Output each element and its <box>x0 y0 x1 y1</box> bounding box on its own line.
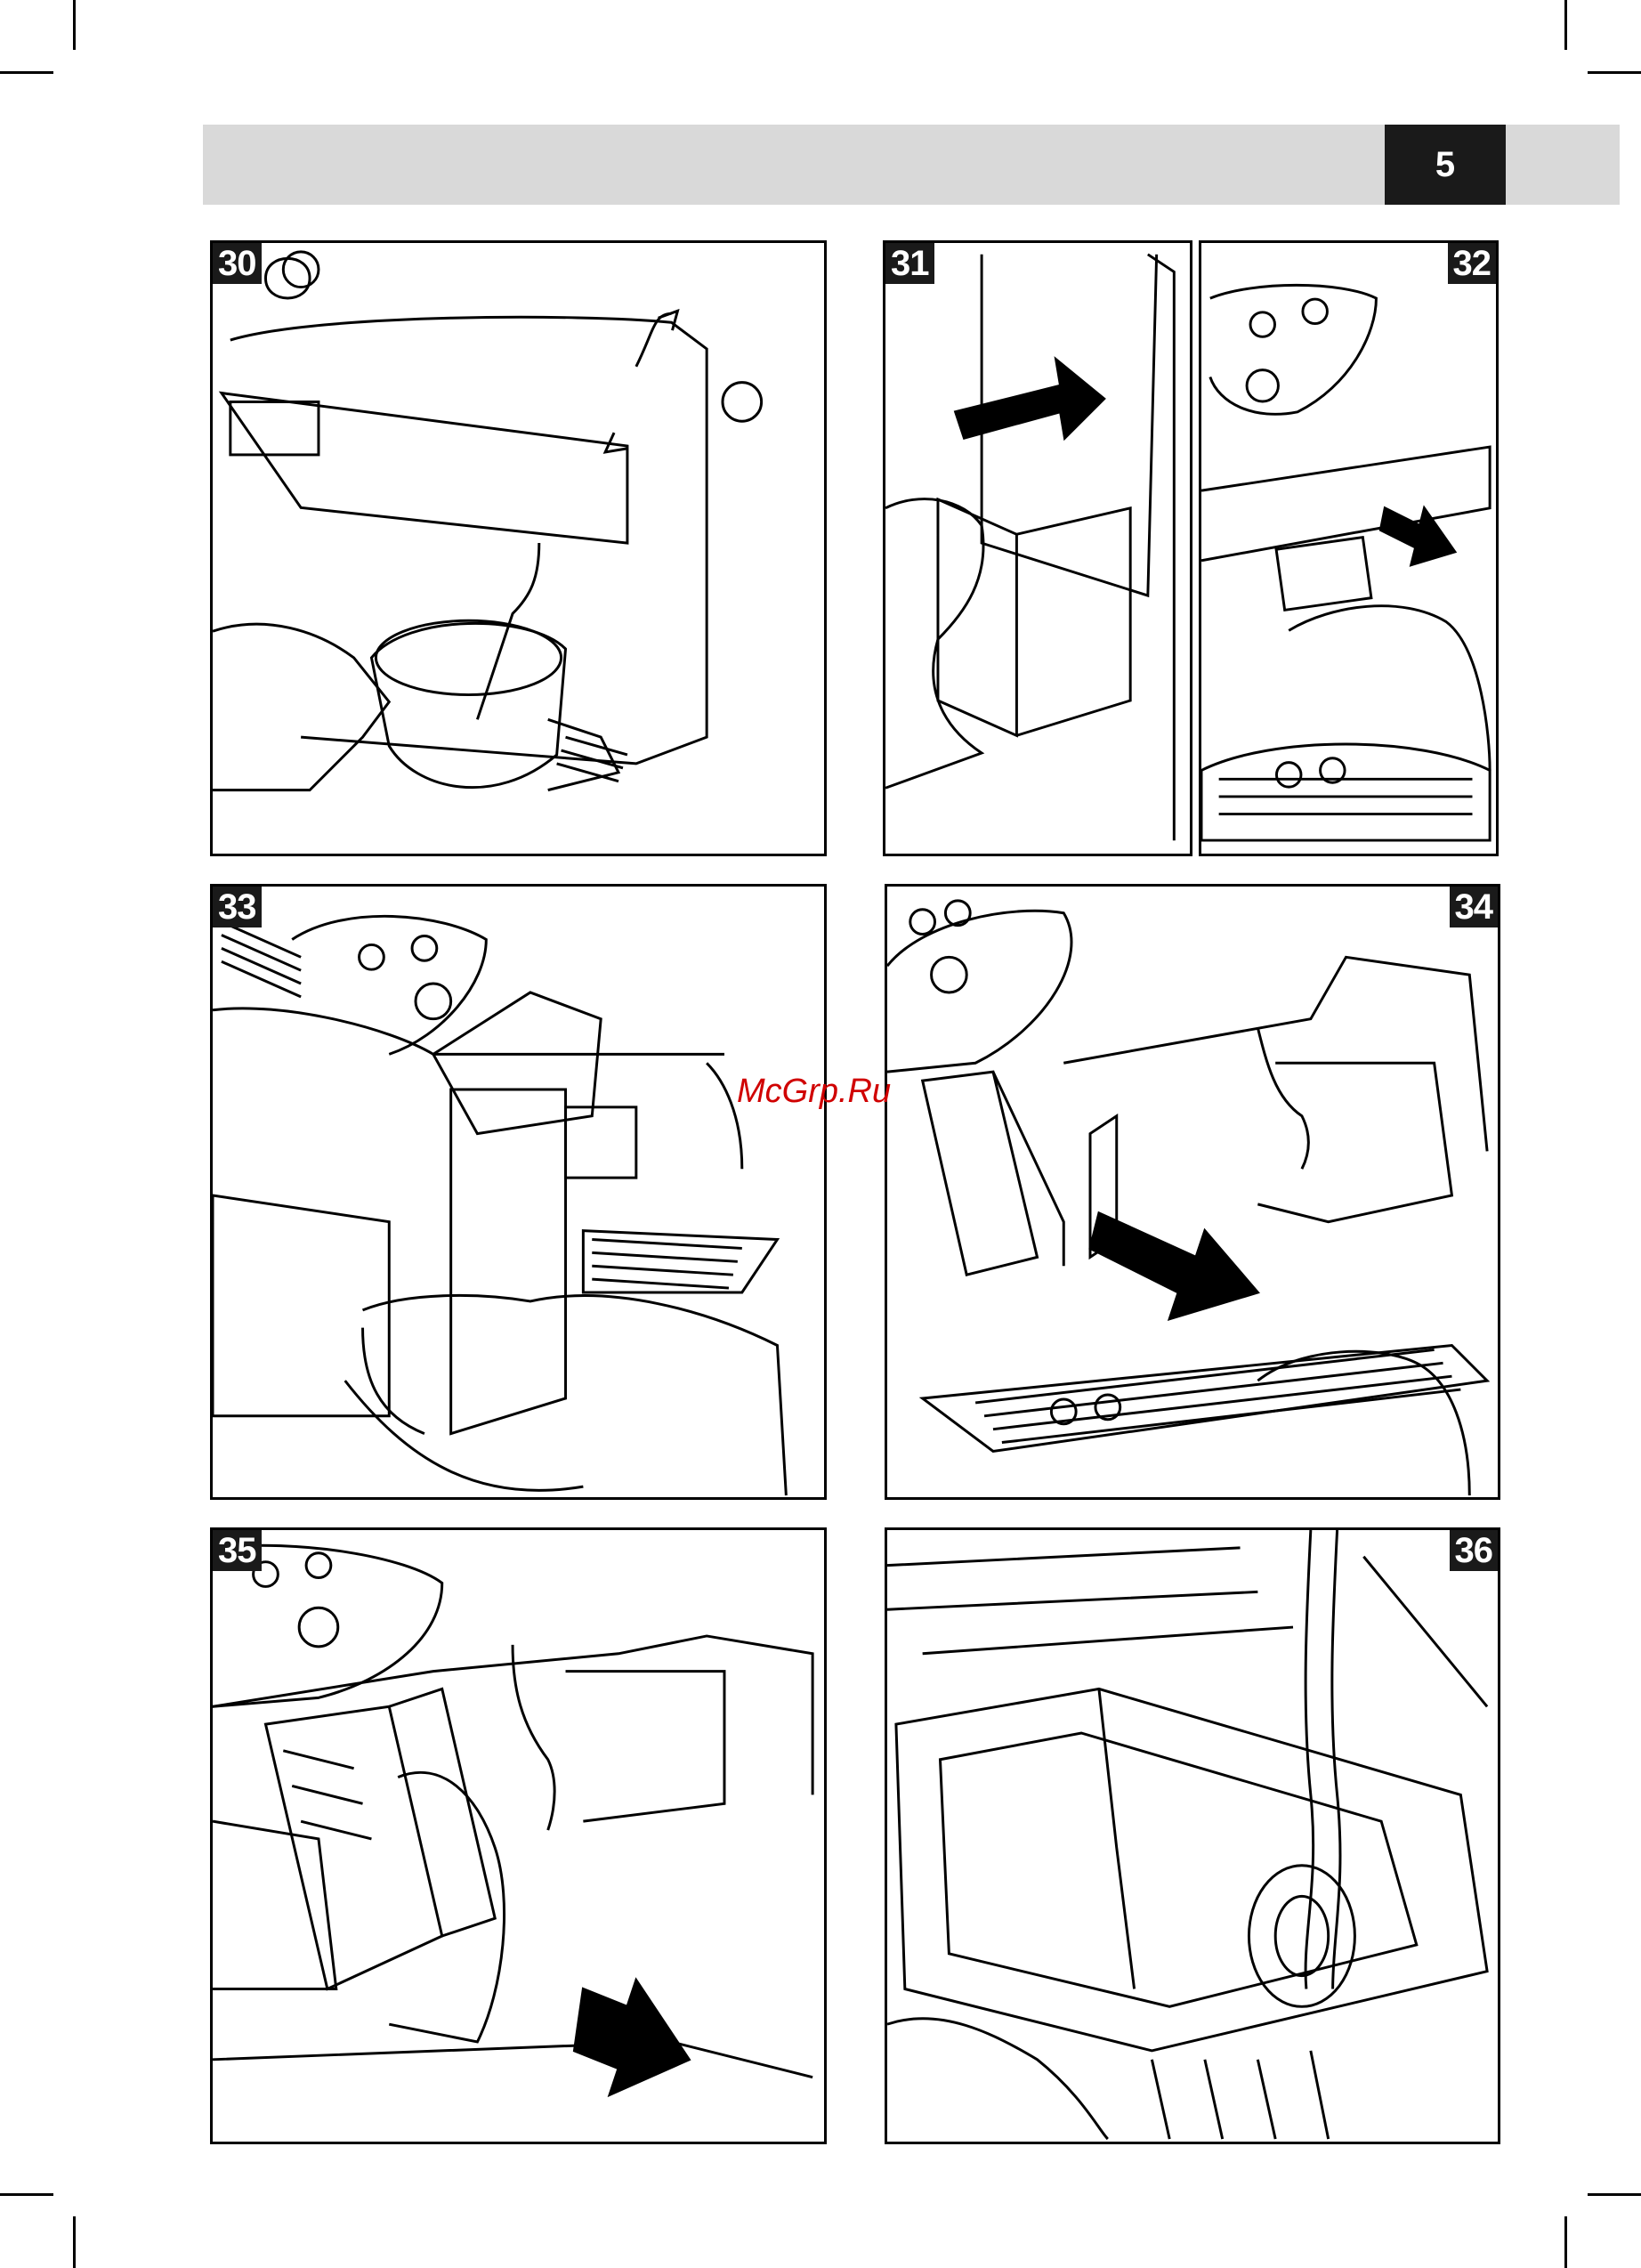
step-panel-33: 33 <box>210 884 827 1500</box>
crop-mark <box>1588 2193 1641 2196</box>
step-panel-36: 36 <box>885 1527 1500 2144</box>
step-number: 30 <box>213 243 262 284</box>
step-number: 31 <box>885 243 934 284</box>
brewing-unit-door-illustration <box>213 887 824 1497</box>
step-panel-34: 34 <box>885 884 1500 1500</box>
page-number: 5 <box>1385 125 1506 205</box>
watermark: McGrp.Ru <box>737 1073 891 1111</box>
crop-mark <box>0 2193 53 2196</box>
water-tank-removal-illustration <box>885 243 1190 854</box>
steam-wand-illustration <box>213 243 824 854</box>
step-number: 33 <box>213 887 262 927</box>
brewing-unit-removal-illustration <box>213 1530 824 2142</box>
drip-tray-removal-illustration <box>887 887 1498 1497</box>
crop-mark <box>73 2216 76 2268</box>
step-number: 32 <box>1448 243 1497 284</box>
drip-tray-cover-illustration <box>1201 243 1496 854</box>
step-number: 35 <box>213 1530 262 1571</box>
crop-mark <box>0 71 53 74</box>
crop-mark <box>1564 2216 1567 2268</box>
crop-mark <box>73 0 76 50</box>
brewing-unit-rinse-illustration <box>887 1530 1498 2142</box>
step-panel-30: 30 <box>210 240 827 856</box>
step-number: 34 <box>1450 887 1499 927</box>
step-number: 36 <box>1450 1530 1499 1571</box>
crop-mark <box>1564 0 1567 50</box>
crop-mark <box>1588 71 1641 74</box>
step-panel-32: 32 <box>1199 240 1499 856</box>
step-panel-31: 31 <box>883 240 1192 856</box>
step-panel-35: 35 <box>210 1527 827 2144</box>
